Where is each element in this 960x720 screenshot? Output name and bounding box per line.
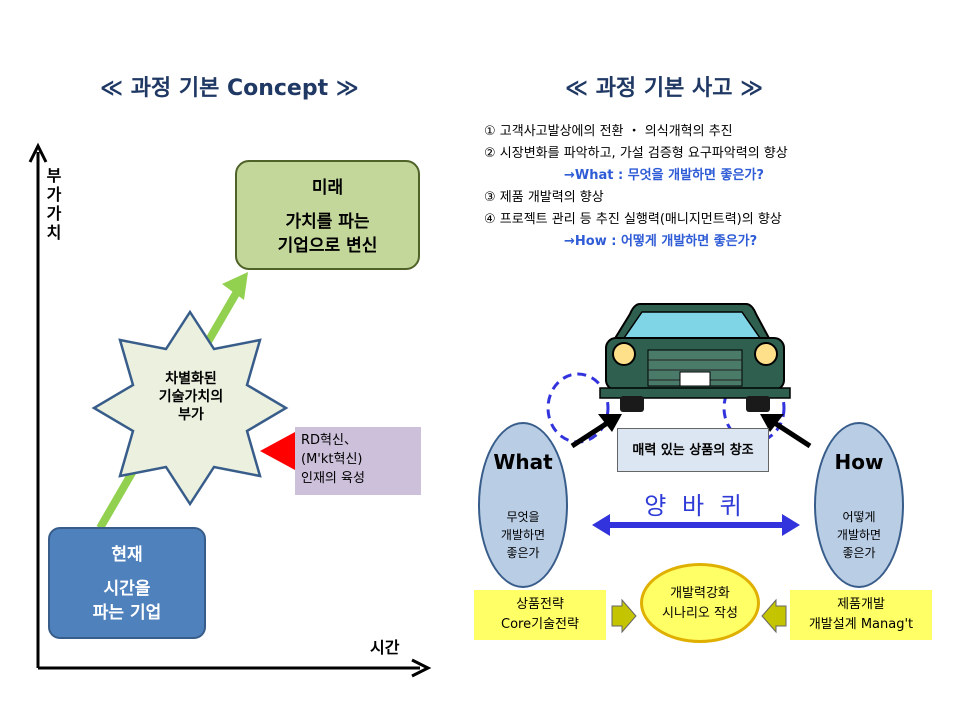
rd-line3: 인재의 육성	[301, 471, 365, 486]
product-strategy-box: 상품전략 Core기술전략	[474, 590, 606, 640]
what-note: →What : 무엇을 개발하면 좋은가?	[564, 168, 764, 183]
point-2: ② 시장변화를 파악하고, 가설 검증형 요구파악력의 향상	[484, 146, 788, 161]
rd-pointer-triangle	[260, 432, 295, 470]
concept-title: ≪ 과정 기본 Concept ≫	[100, 76, 359, 101]
rd-box: RD혁신、 (M'kt혁신) 인재의 육성	[295, 427, 421, 495]
rd-line2: (M'kt혁신)	[301, 452, 363, 467]
current-box: 현재 시간을 파는 기업	[48, 527, 206, 639]
product-strategy-line2: Core기술전략	[501, 617, 579, 632]
current-label: 현재	[111, 545, 143, 565]
concept-graphics	[28, 142, 432, 678]
scenario-line2: 시나리오 작성	[662, 606, 738, 621]
product-development-line1: 제품개발	[837, 597, 885, 612]
headlight-left	[612, 342, 636, 366]
growth-arrow-head	[222, 272, 248, 300]
current-desc-line1: 시간을	[103, 579, 151, 599]
x-axis-arrowhead	[411, 658, 432, 678]
rd-line1: RD혁신、	[301, 433, 357, 448]
star-line2: 기술가치의	[158, 389, 224, 405]
how-line1: 어떻게	[842, 510, 876, 524]
how-oval: How 어떻게 개발하면 좋은가	[814, 422, 904, 588]
star-line3: 부가	[178, 407, 204, 423]
scenario-oval: 개발력강화 시나리오 작성	[640, 563, 760, 643]
product-strategy-line1: 상품전략	[516, 597, 564, 612]
key-points-list: ① 고객사고발상에의 전환 ・ 의식개혁의 추진 ② 시장변화를 파악하고, 가…	[484, 121, 944, 253]
how-note: →How : 어떻게 개발하면 좋은가?	[564, 234, 758, 249]
product-development-line2: 개발설계 Manag't	[808, 617, 914, 632]
y-axis-label: 부가가치	[46, 166, 62, 242]
point-4: ④ 프로젝트 관리 등 추진 실행력(매니지먼트력)의 향상	[484, 212, 782, 227]
scenario-line1: 개발력강화	[670, 586, 730, 601]
car-graphic	[546, 303, 791, 444]
how-line3: 좋은가	[842, 546, 876, 560]
x-axis-label: 시간	[370, 638, 400, 657]
future-desc-line2: 기업으로 변신	[277, 236, 378, 256]
how-to-car-arrow	[760, 414, 784, 432]
differentiation-star	[91, 309, 289, 507]
y-axis-arrowhead	[28, 142, 48, 163]
what-title: What	[493, 450, 553, 474]
product-development-box: 제품개발 개발설계 Manag't	[790, 590, 932, 640]
right-to-scenario-arrow	[761, 598, 787, 634]
what-to-car-arrow	[598, 414, 622, 432]
point-1: ① 고객사고발상에의 전환 ・ 의식개혁의 추진	[484, 124, 733, 139]
star-line1: 차별화된	[165, 371, 217, 387]
how-title: How	[834, 450, 884, 474]
point-3: ③ 제품 개발력의 향상	[484, 190, 604, 205]
attractive-product-box: 매력 있는 상품의 창조	[617, 428, 769, 472]
what-line1: 무엇을	[506, 510, 540, 524]
two-wheels-label: 양 바 퀴	[644, 492, 746, 520]
future-label: 미래	[311, 178, 344, 198]
thinking-title: ≪ 과정 기본 사고 ≫	[565, 76, 764, 101]
what-line3: 좋은가	[506, 546, 540, 560]
windshield	[622, 311, 762, 339]
what-line2: 개발하면	[500, 528, 546, 542]
future-box: 미래 가치를 파는 기업으로 변신	[235, 160, 420, 270]
headlight-right	[754, 342, 778, 366]
how-line2: 개발하면	[836, 528, 882, 542]
star-label: 차별화된 기술가치의 부가	[120, 370, 262, 424]
left-to-scenario-arrow	[611, 598, 637, 634]
what-oval: What 무엇을 개발하면 좋은가	[478, 422, 568, 588]
license-plate	[679, 371, 711, 387]
current-desc-line2: 파는 기업	[92, 603, 162, 623]
concept-arrows	[570, 414, 812, 634]
future-desc-line1: 가치를 파는	[285, 212, 370, 232]
